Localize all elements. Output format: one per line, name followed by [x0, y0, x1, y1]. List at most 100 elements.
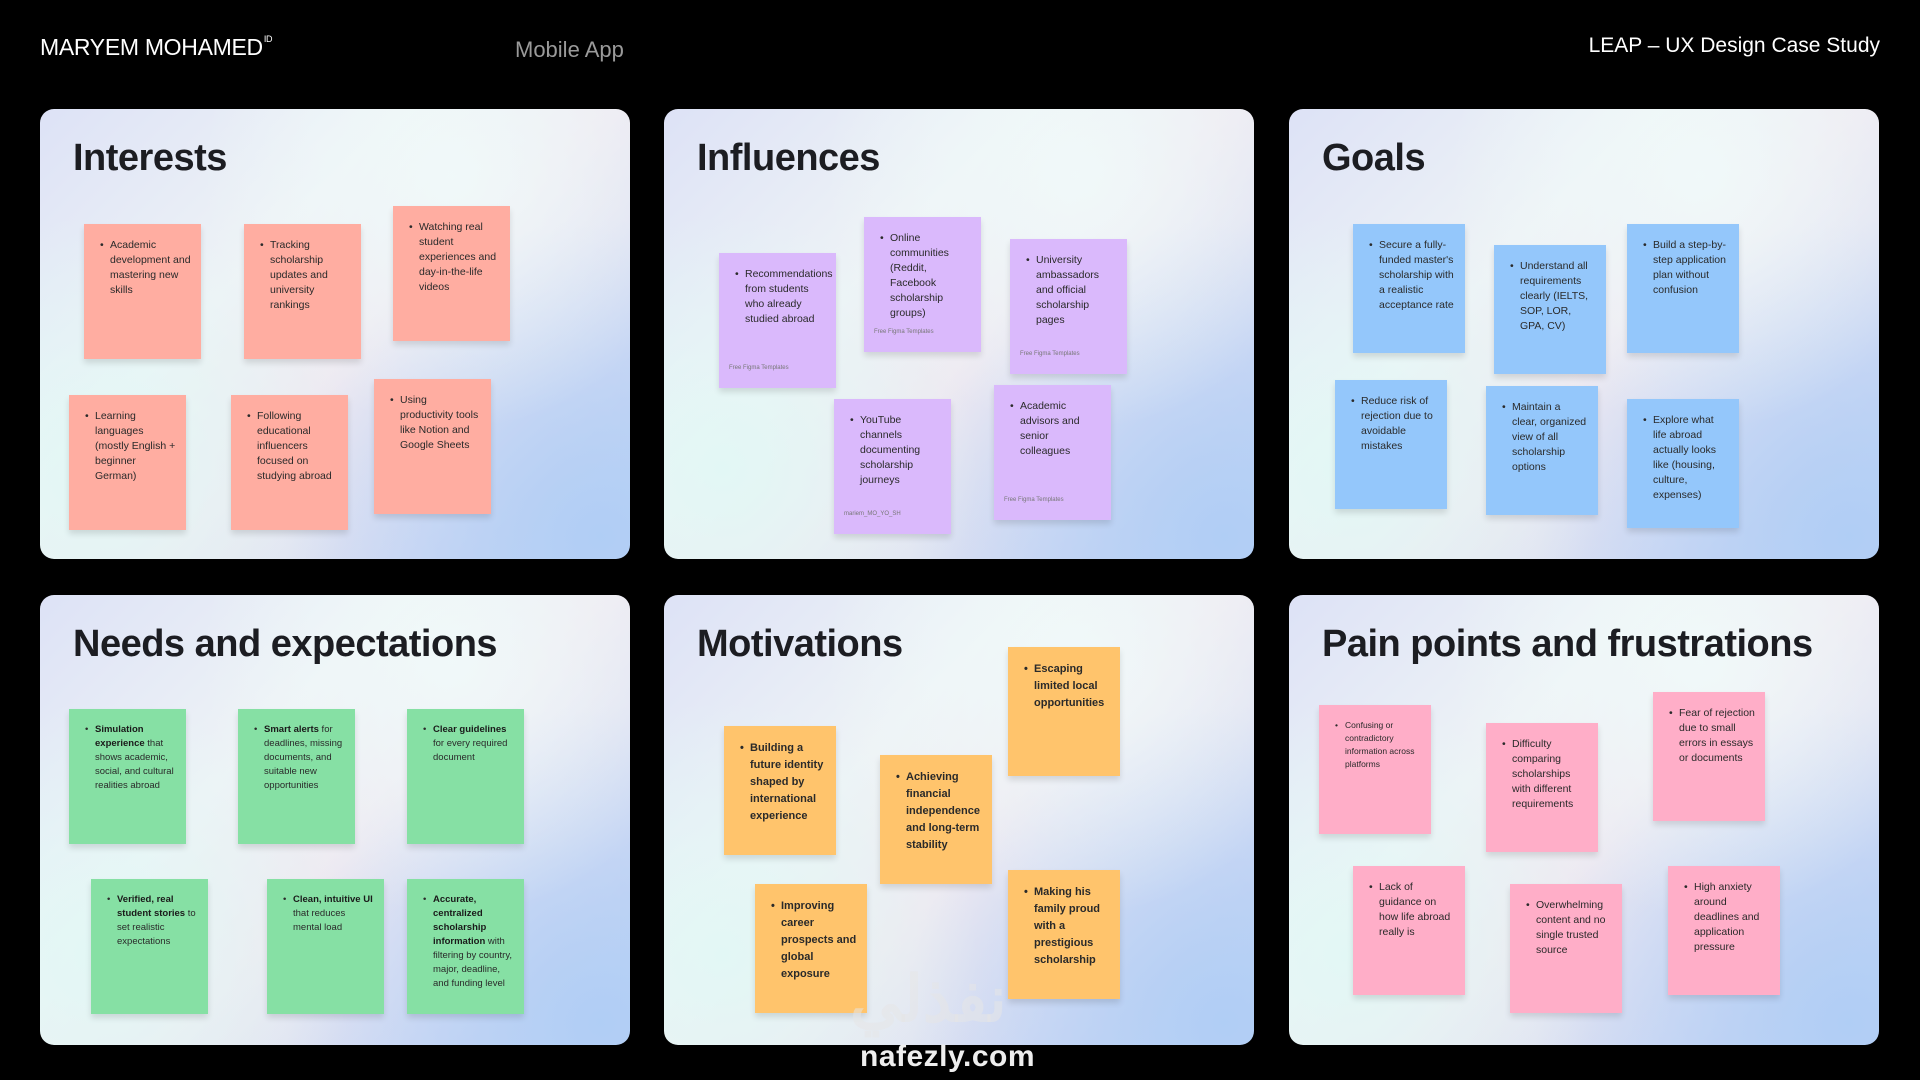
note-text: Confusing or contradictory information a… [1335, 719, 1421, 771]
sticky-note: Clean, intuitive UI that reduces mental … [267, 879, 384, 1014]
note-text: Clear guidelines for every required docu… [423, 723, 514, 765]
note-text: Smart alerts for deadlines, missing docu… [254, 723, 345, 793]
note-text-rest: that reduces mental load [293, 908, 346, 933]
sticky-note: Escaping limited local opportunities [1008, 647, 1120, 776]
note-text: Secure a fully-funded master's scholarsh… [1369, 238, 1455, 313]
sticky-note: Secure a fully-funded master's scholarsh… [1353, 224, 1465, 353]
note-text: Escaping limited local opportunities [1024, 661, 1110, 712]
sticky-note: Build a step-by-step application plan wi… [1627, 224, 1739, 353]
note-text: Watching real student experiences and da… [409, 220, 500, 295]
panel-title: Needs and expectations [73, 623, 498, 665]
sticky-note: Overwhelming content and no single trust… [1510, 884, 1622, 1013]
sticky-note: Tracking scholarship updates and univers… [244, 224, 361, 359]
project-subtitle: Mobile App [515, 37, 624, 62]
note-text: Making his family proud with a prestigio… [1024, 884, 1110, 969]
panel-goals: GoalsSecure a fully-funded master's scho… [1289, 109, 1879, 559]
note-text: Difficulty comparing scholarships with d… [1502, 737, 1588, 812]
note-text: Reduce risk of rejection due to avoidabl… [1351, 394, 1437, 454]
panel-title: Influences [697, 137, 880, 179]
sticky-note: University ambassadors and official scho… [1010, 239, 1127, 374]
sticky-note: Fear of rejection due to small errors in… [1653, 692, 1765, 821]
panel-interests: InterestsAcademic development and master… [40, 109, 630, 559]
note-footer: Free Figma Templates [729, 365, 789, 371]
sticky-note: Using productivity tools like Notion and… [374, 379, 491, 514]
note-text-bold: Clean, intuitive UI [293, 894, 373, 905]
note-text: Understand all requirements clearly (IEL… [1510, 259, 1596, 334]
note-text: Accurate, centralized scholarship inform… [423, 893, 514, 991]
sticky-note: Online communities (Reddit, Facebook sch… [864, 217, 981, 352]
sticky-note: Recommendations from students who alread… [719, 253, 836, 388]
panel-title: Pain points and frustrations [1322, 623, 1813, 665]
note-text-rest: to set realistic expectations [117, 908, 196, 947]
sticky-note: High anxiety around deadlines and applic… [1668, 866, 1780, 995]
panel-motivations: MotivationsBuilding a future identity sh… [664, 595, 1254, 1045]
note-text: Tracking scholarship updates and univers… [260, 238, 351, 313]
sticky-note: Academic development and mastering new s… [84, 224, 201, 359]
note-footer: Free Figma Templates [1004, 497, 1064, 503]
note-text: Academic advisors and senior colleagues [1010, 399, 1101, 459]
panel-pain: Pain points and frustrationsConfusing or… [1289, 595, 1879, 1045]
note-text: Overwhelming content and no single trust… [1526, 898, 1612, 958]
note-footer: Free Figma Templates [874, 329, 934, 335]
case-study-title: LEAP – UX Design Case Study [1588, 34, 1880, 57]
sticky-note: Making his family proud with a prestigio… [1008, 870, 1120, 999]
note-text: Improving career prospects and global ex… [771, 898, 857, 983]
author-name-text: MARYEM MOHAMED [40, 34, 263, 60]
note-text: Verified, real student stories to set re… [107, 893, 198, 949]
sticky-note: Watching real student experiences and da… [393, 206, 510, 341]
sticky-note: Confusing or contradictory information a… [1319, 705, 1431, 834]
sticky-note: Accurate, centralized scholarship inform… [407, 879, 524, 1014]
sticky-note: Understand all requirements clearly (IEL… [1494, 245, 1606, 374]
note-text: Following educational influencers focuse… [247, 409, 338, 484]
watermark-text: nafezly.com [860, 1040, 1035, 1073]
note-text: Explore what life abroad actually looks … [1643, 413, 1729, 503]
panel-title: Interests [73, 137, 227, 179]
sticky-note: Learning languages (mostly English + beg… [69, 395, 186, 530]
note-text: Clean, intuitive UI that reduces mental … [283, 893, 374, 935]
note-text-rest: for deadlines, missing documents, and su… [264, 724, 343, 791]
watermark-logo: نفذلي [850, 963, 1007, 1035]
note-text: Academic development and mastering new s… [100, 238, 191, 298]
sticky-note: Smart alerts for deadlines, missing docu… [238, 709, 355, 844]
note-text: Online communities (Reddit, Facebook sch… [880, 231, 971, 321]
note-footer: mariem_MO_YO_SH [844, 511, 901, 517]
sticky-note: YouTube channels documenting scholarship… [834, 399, 951, 534]
sticky-note: Lack of guidance on how life abroad real… [1353, 866, 1465, 995]
sticky-note: Clear guidelines for every required docu… [407, 709, 524, 844]
panel-title: Goals [1322, 137, 1426, 179]
note-text: Simulation experience that shows academi… [85, 723, 176, 793]
note-text: High anxiety around deadlines and applic… [1684, 880, 1770, 955]
note-text: Maintain a clear, organized view of all … [1502, 400, 1588, 475]
note-text-rest: that shows academic, social, and cultura… [95, 738, 174, 791]
panel-influences: InfluencesRecommendations from students … [664, 109, 1254, 559]
note-text-rest: for every required document [433, 738, 508, 763]
note-text: University ambassadors and official scho… [1026, 253, 1117, 328]
note-text: Fear of rejection due to small errors in… [1669, 706, 1755, 766]
note-text: Achieving financial independence and lon… [896, 769, 982, 854]
note-text: Learning languages (mostly English + beg… [85, 409, 176, 484]
panel-needs: Needs and expectationsSimulation experie… [40, 595, 630, 1045]
note-text-bold: Smart alerts [264, 724, 319, 735]
note-footer: Free Figma Templates [1020, 351, 1080, 357]
panel-title: Motivations [697, 623, 903, 665]
author-name-sup: ID [263, 34, 273, 44]
sticky-note: Following educational influencers focuse… [231, 395, 348, 530]
note-text: Using productivity tools like Notion and… [390, 393, 481, 453]
note-text-rest: with filtering by country, major, deadli… [433, 936, 513, 989]
note-text: YouTube channels documenting scholarship… [850, 413, 941, 488]
note-text-bold: Verified, real student stories [117, 894, 186, 919]
note-text: Build a step-by-step application plan wi… [1643, 238, 1729, 298]
note-text-bold: Simulation experience [95, 724, 145, 749]
author-name: MARYEM MOHAMEDID [40, 34, 273, 61]
note-text-bold: Clear guidelines [433, 724, 507, 735]
sticky-note: Academic advisors and senior colleaguesF… [994, 385, 1111, 520]
sticky-note: Explore what life abroad actually looks … [1627, 399, 1739, 528]
note-text: Building a future identity shaped by int… [740, 740, 826, 825]
note-text: Recommendations from students who alread… [735, 267, 833, 327]
sticky-note: Achieving financial independence and lon… [880, 755, 992, 884]
sticky-note: Difficulty comparing scholarships with d… [1486, 723, 1598, 852]
note-text: Lack of guidance on how life abroad real… [1369, 880, 1455, 940]
note-text-bold: Accurate, centralized scholarship inform… [433, 894, 487, 947]
sticky-note: Simulation experience that shows academi… [69, 709, 186, 844]
sticky-note: Verified, real student stories to set re… [91, 879, 208, 1014]
